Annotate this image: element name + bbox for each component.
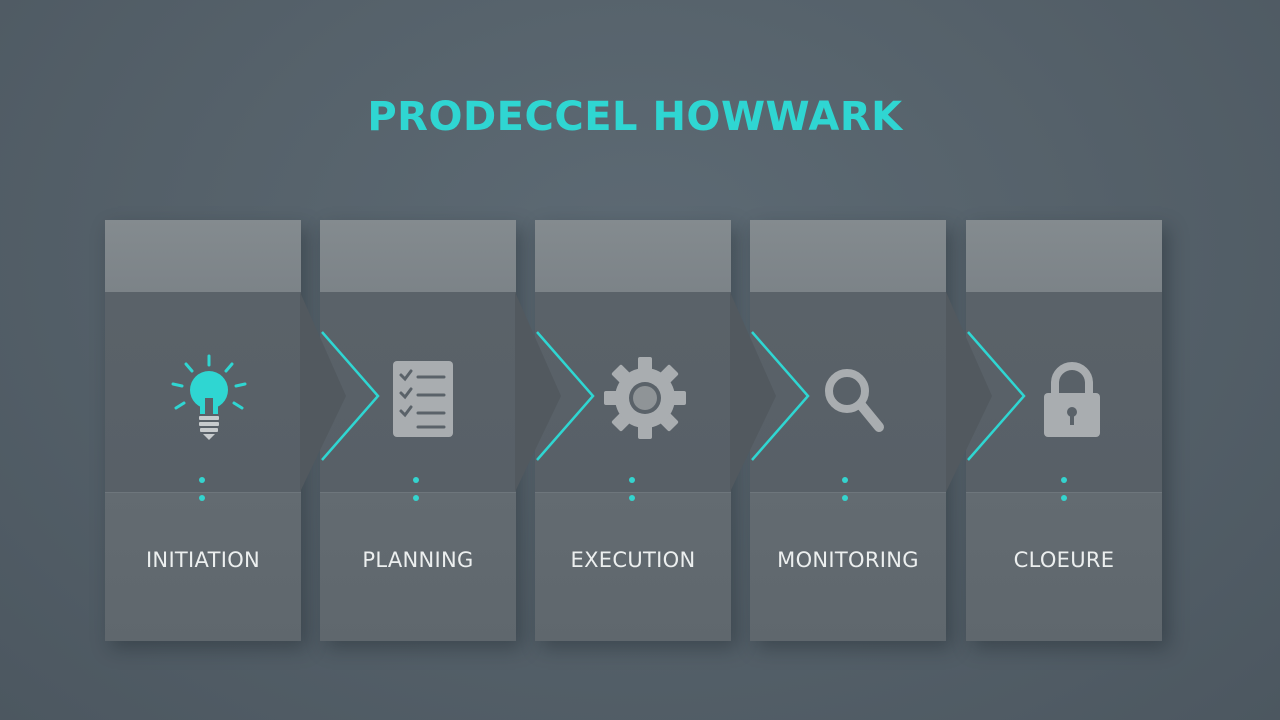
- connector-dots: [413, 477, 419, 501]
- stage-footer: [105, 492, 301, 641]
- stage-closure: CLOEURE: [966, 220, 1162, 641]
- stage-header: [320, 220, 516, 292]
- checklist-icon: [393, 361, 453, 437]
- lightbulb-icon: [171, 354, 247, 440]
- stage-planning: PLANNING: [320, 220, 516, 641]
- stage-footer: [966, 492, 1162, 641]
- gear-icon: [604, 357, 686, 439]
- connector-dots: [842, 477, 848, 501]
- stage-label: INITIATION: [145, 548, 261, 572]
- stage-body: [750, 292, 946, 492]
- connector-dots: [1061, 477, 1067, 501]
- stage-arrow: [730, 292, 810, 492]
- diagram-title: PRODECCEL HOWWARK: [367, 94, 903, 140]
- stage-footer: [750, 492, 946, 641]
- stage-header: [105, 220, 301, 292]
- magnifier-icon: [825, 369, 884, 432]
- stage-header: [966, 220, 1162, 292]
- stage-monitoring: MONITORING: [750, 220, 946, 641]
- stage-body: [966, 292, 1162, 492]
- stage-arrow: [946, 292, 1026, 492]
- stage-label: PLANNING: [362, 548, 474, 572]
- padlock-icon: [1044, 362, 1100, 437]
- stage-header: [750, 220, 946, 292]
- stage-execution: EXECUTION: [535, 220, 731, 641]
- stage-footer: [535, 492, 731, 641]
- stage-arrow: [515, 292, 595, 492]
- stage-label: EXECUTION: [570, 548, 696, 572]
- stage-arrow: [300, 292, 380, 492]
- connector-dots: [629, 477, 635, 501]
- connector-dots: [199, 477, 205, 501]
- stage-footer: [320, 492, 516, 641]
- stage-label: MONITORING: [777, 548, 919, 572]
- stage-header: [535, 220, 731, 292]
- stage-label: CLOEURE: [1013, 548, 1115, 572]
